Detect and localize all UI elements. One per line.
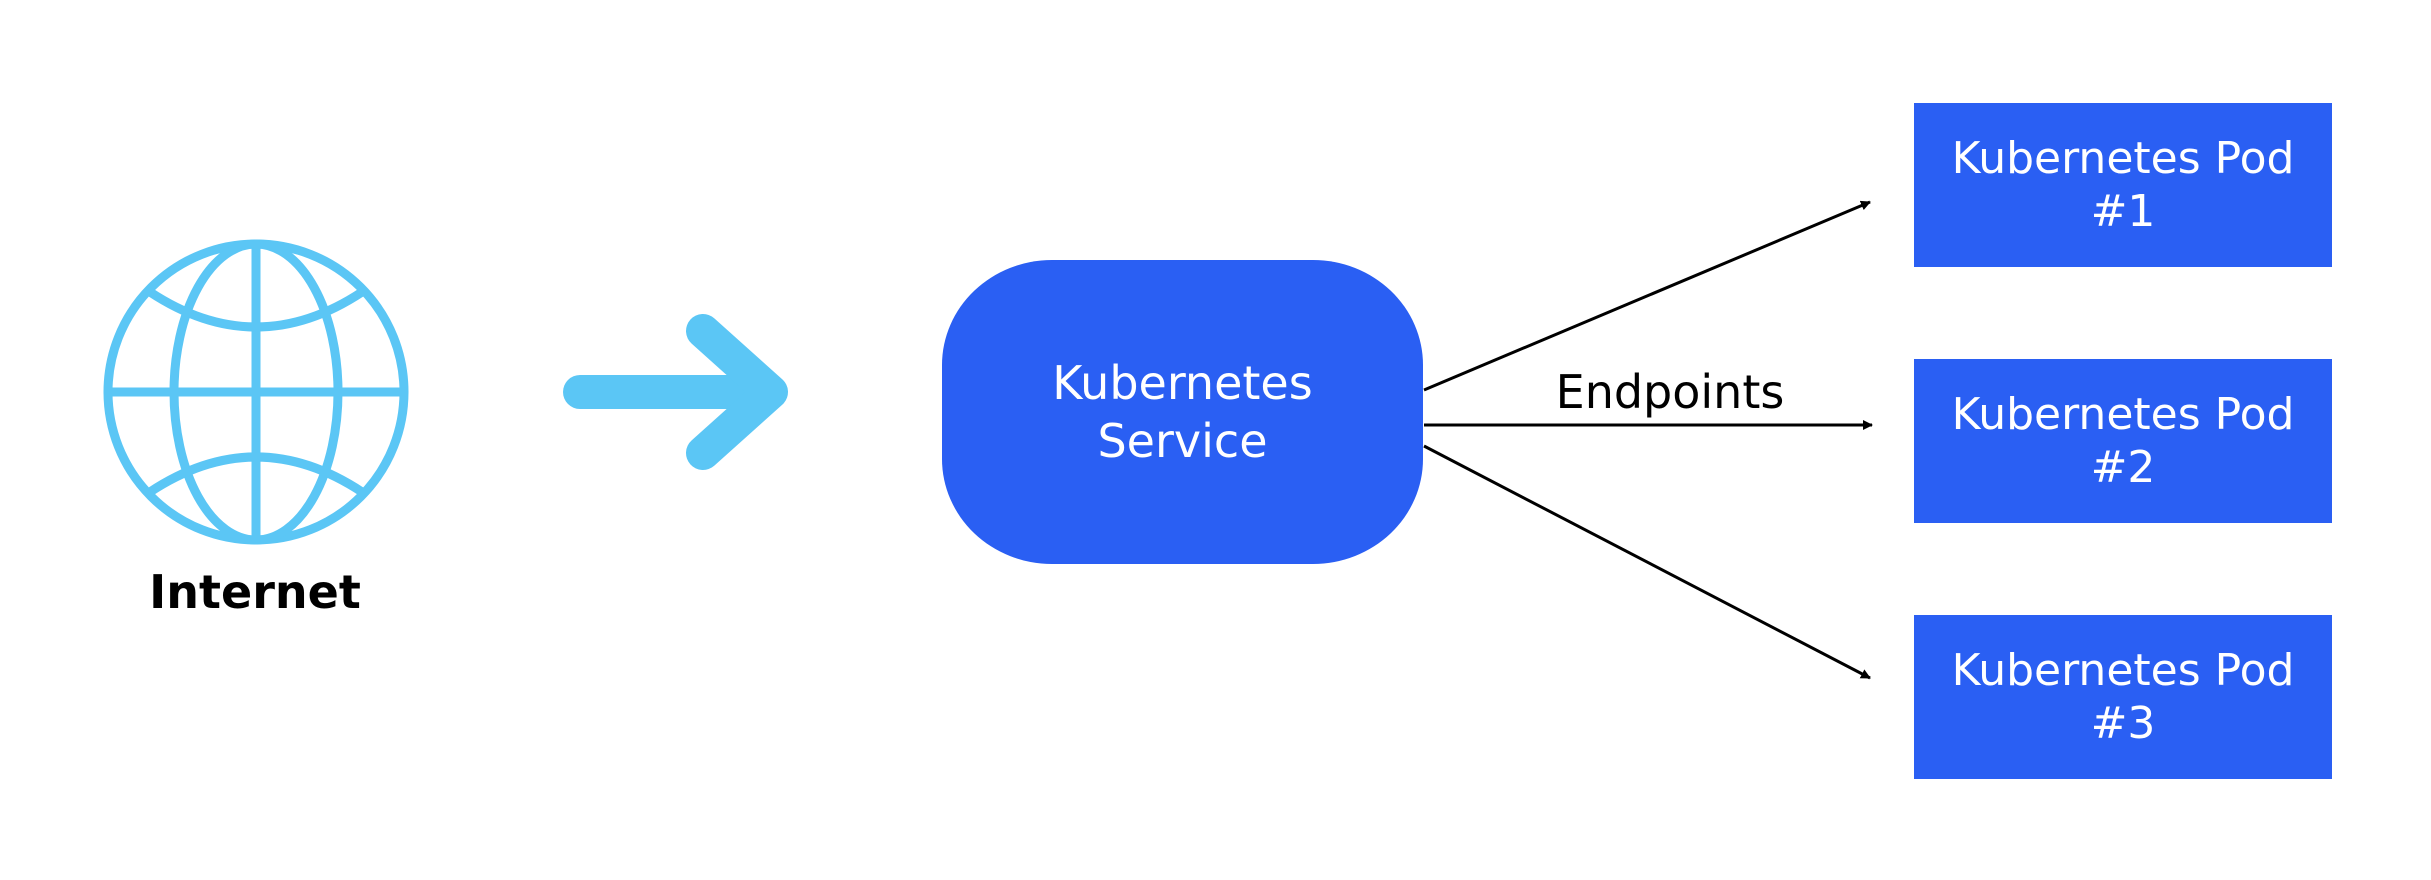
pod-2-label-line1: Kubernetes Pod — [1951, 389, 2295, 440]
globe-icon — [103, 239, 409, 545]
edge-to-pod-3 — [1423, 444, 1871, 680]
endpoints-label: Endpoints — [1555, 365, 1785, 419]
kubernetes-pod-2-node: Kubernetes Pod #2 — [1914, 359, 2332, 523]
service-label-line1: Kubernetes — [1052, 356, 1313, 410]
edge-to-pod-1 — [1423, 200, 1871, 392]
pod-3-label-line1: Kubernetes Pod — [1951, 645, 2295, 696]
kubernetes-pod-1-node: Kubernetes Pod #1 — [1914, 103, 2332, 267]
pod-2-label-line2: #2 — [2090, 442, 2156, 493]
internet-label: Internet — [149, 565, 361, 619]
pod-3-label-line2: #3 — [2090, 698, 2156, 749]
pod-1-label-line2: #1 — [2090, 186, 2156, 237]
service-label-line2: Service — [1097, 414, 1268, 468]
kubernetes-service-node: Kubernetes Service — [942, 260, 1423, 564]
pod-1-label-line1: Kubernetes Pod — [1951, 133, 2295, 184]
right-arrow-icon — [563, 314, 788, 470]
kubernetes-pod-3-node: Kubernetes Pod #3 — [1914, 615, 2332, 779]
